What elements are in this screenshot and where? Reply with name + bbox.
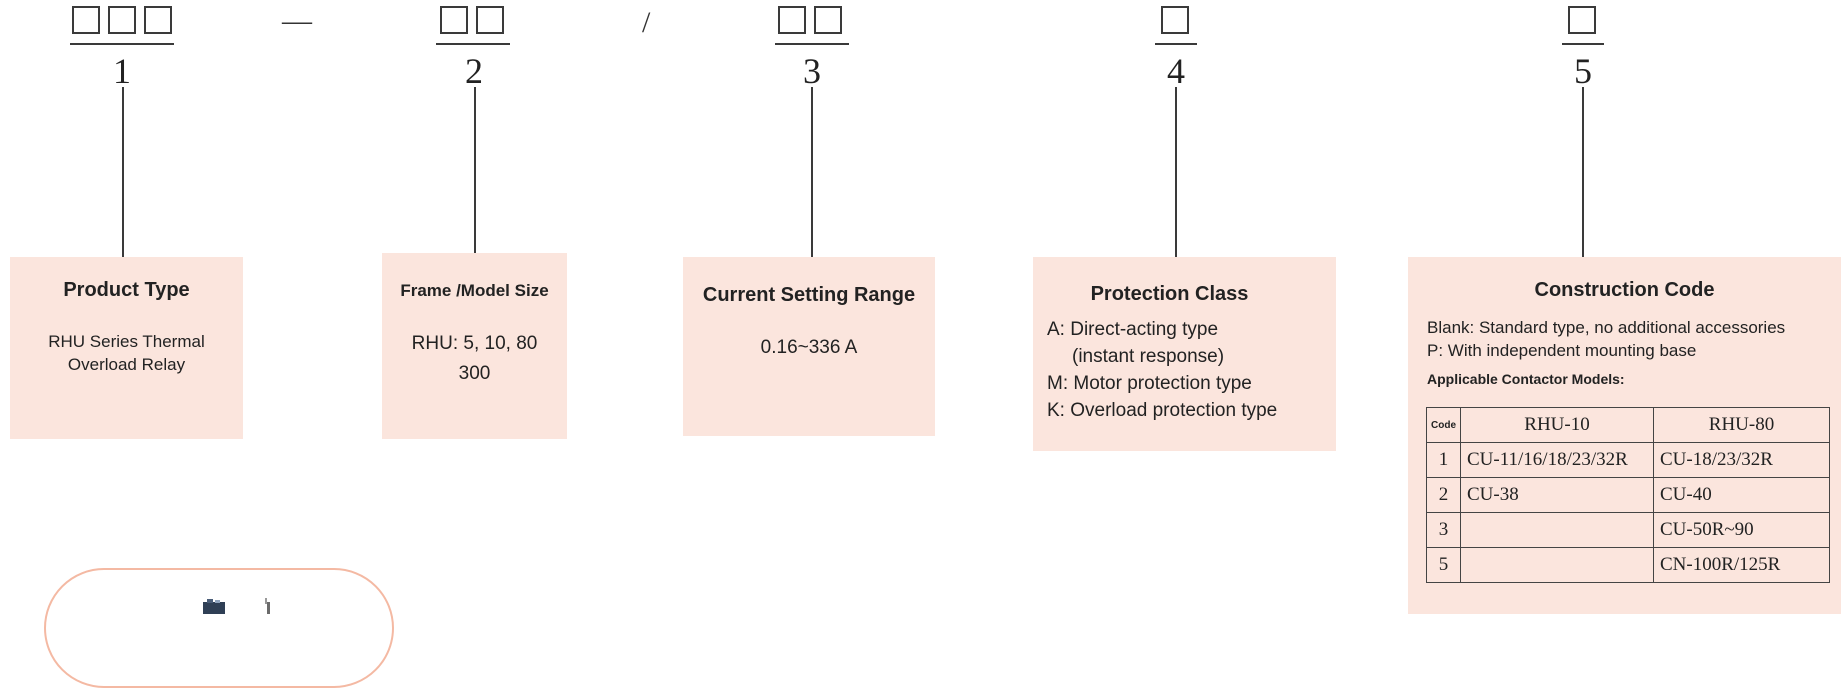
table-header-code: Code: [1426, 407, 1461, 443]
slot-3-underline: [775, 43, 849, 45]
protection-class-line-4: K: Overload protection type: [1047, 400, 1278, 421]
current-range-value: 0.16~336 A: [760, 337, 858, 358]
current-range-title: Current Setting Range: [702, 284, 916, 306]
slash-separator: /: [642, 6, 651, 39]
contactor-models-subheading: Applicable Contactor Models:: [1427, 371, 1625, 387]
frame-size-title: Frame /Model Size: [400, 281, 549, 300]
construction-code-line-2: P: With independent mounting base: [1427, 341, 1697, 360]
slot-3-boxes: [778, 6, 842, 34]
slot-3-number: 3: [803, 51, 821, 91]
contactor-models-table: Code RHU-10 RHU-80 1 CU-11/16/18/23/32R …: [1426, 407, 1830, 583]
protection-class-line-2: (instant response): [1072, 346, 1225, 367]
slot-3-connector: [811, 87, 813, 257]
table-header-rhu10: RHU-10: [1460, 407, 1654, 443]
frame-size-line-1: RHU: 5, 10, 80: [411, 333, 538, 354]
slot-4-boxes: [1161, 6, 1189, 34]
table-cell: CN-100R/125R: [1653, 547, 1830, 583]
slot-4-number: 4: [1167, 51, 1185, 91]
table-row: 2 CU-38 CU-40: [1426, 477, 1830, 513]
slot-4-connector: [1175, 87, 1177, 257]
table-cell: CU-40: [1653, 477, 1830, 513]
code-box: [440, 6, 468, 34]
product-type-line-2: Overload Relay: [67, 355, 186, 374]
slot-2-number: 2: [465, 51, 483, 91]
code-box: [778, 6, 806, 34]
table-header-row: Code RHU-10 RHU-80: [1426, 407, 1830, 443]
protection-class-line-3: M: Motor protection type: [1047, 373, 1252, 394]
slot-5-underline: [1562, 43, 1604, 45]
construction-code-title: Construction Code: [1534, 279, 1715, 301]
code-box: [72, 6, 100, 34]
slot-1-underline: [70, 43, 174, 45]
slot-2-boxes: [440, 6, 504, 34]
table-header-rhu80: RHU-80: [1653, 407, 1830, 443]
slot-1-boxes: [72, 6, 172, 34]
code-box: [108, 6, 136, 34]
slot-5-connector: [1582, 87, 1584, 257]
construction-code-card: Construction Code Blank: Standard type, …: [1408, 257, 1841, 614]
code-box: [1161, 6, 1189, 34]
frame-size-line-2: 300: [458, 363, 491, 384]
product-type-line-1: RHU Series Thermal: [48, 332, 205, 351]
code-box: [476, 6, 504, 34]
table-cell-code: 3: [1426, 512, 1461, 548]
table-cell: [1460, 512, 1654, 548]
table-cell-code: 1: [1426, 442, 1461, 478]
slot-5-number: 5: [1574, 51, 1592, 91]
relay-photo-icon: [203, 598, 270, 614]
product-photo-frame: [44, 568, 394, 688]
product-type-card: Product Type RHU Series Thermal Overload…: [10, 257, 243, 439]
slot-1-number: 1: [113, 51, 131, 91]
code-box: [1568, 6, 1596, 34]
table-row: 1 CU-11/16/18/23/32R CU-18/23/32R: [1426, 442, 1830, 478]
code-box: [144, 6, 172, 34]
table-cell: CU-11/16/18/23/32R: [1460, 442, 1654, 478]
protection-class-line-1: A: Direct-acting type: [1047, 319, 1219, 340]
slot-4-underline: [1155, 43, 1197, 45]
table-cell: CU-38: [1460, 477, 1654, 513]
protection-class-card: Protection Class A: Direct-acting type (…: [1033, 257, 1336, 451]
code-box: [814, 6, 842, 34]
protection-class-title: Protection Class: [1090, 283, 1249, 305]
table-cell-code: 5: [1426, 547, 1461, 583]
table-cell: CU-50R~90: [1653, 512, 1830, 548]
table-cell: CU-18/23/32R: [1653, 442, 1830, 478]
slot-2-underline: [436, 43, 510, 45]
table-row: 3 CU-50R~90: [1426, 512, 1830, 548]
construction-code-line-1: Blank: Standard type, no additional acce…: [1427, 318, 1786, 337]
current-range-card: Current Setting Range 0.16~336 A: [683, 257, 935, 436]
table-cell: [1460, 547, 1654, 583]
table-cell-code: 2: [1426, 477, 1461, 513]
frame-size-card: Frame /Model Size RHU: 5, 10, 80 300: [382, 253, 567, 439]
table-row: 5 CN-100R/125R: [1426, 547, 1830, 583]
slot-1-connector: [122, 87, 124, 257]
product-type-title: Product Type: [63, 279, 190, 301]
dash-separator: —: [282, 4, 312, 37]
slot-5-boxes: [1568, 6, 1596, 34]
slot-2-connector: [474, 87, 476, 253]
